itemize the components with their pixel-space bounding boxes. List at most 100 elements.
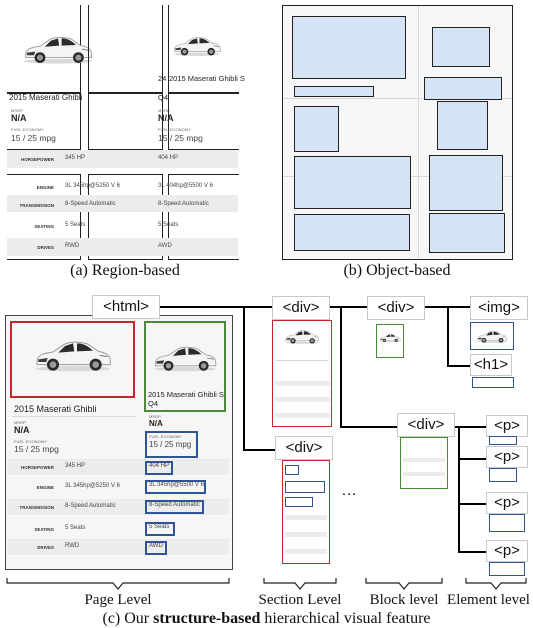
row-band [7,238,238,256]
section-thumbnail [282,460,330,564]
row-value: 3L 345hp@5250 V 6 [65,483,120,489]
car-image [33,334,113,374]
row-band [7,499,229,515]
region-tile [168,92,239,150]
tree-edge [458,503,488,505]
trans-label: TRANSMISSION [19,203,54,208]
title-fragment: 24 [158,74,167,83]
fuel-label: FUEL ECONOMY [11,127,45,132]
label-element-level: Element level [447,592,530,608]
object-box [294,106,339,152]
row-value: 5 Seats [149,524,170,530]
engine-label: ENGINE [36,185,54,190]
row-value: 3L 345hp@5500 V 6 [149,482,204,488]
fuel-value: 15 / 25 mpg [149,440,192,449]
panel-object-based: (b) Object-based [282,5,513,290]
row-value: 5 Seats [65,525,86,531]
fuel-label: FUEL ECONOMY [14,439,48,444]
msrp-value: N/A [14,425,30,435]
element-thumbnail [489,514,525,532]
fuel-value: 15 / 25 mpg [14,444,59,454]
element-box [145,480,206,494]
label-section-level: Section Level [258,592,342,608]
car-image [284,327,320,345]
row-band [7,459,229,475]
object-box [429,155,503,211]
drives-value: AWD [158,243,172,249]
row-band [403,472,445,476]
element-box [145,500,204,514]
object-box [437,101,488,150]
card-title: 2015 Maserati Ghibli [14,404,97,414]
object-box [424,77,502,100]
ellipsis: … [341,482,357,499]
caption-structure-based: (c) Our structure-based hierarchical vis… [0,610,533,628]
region-tile [7,174,81,260]
tree-edge [447,365,472,367]
hp-label: HORSEPOWER [20,157,54,162]
label-page-level: Page Level [84,592,152,608]
row-value: RWD [65,543,80,549]
tag-p-2: <p> [486,446,528,468]
tree-edge [155,306,515,308]
row-band [285,549,327,554]
fuel-value: 15 / 25 mpg [158,133,203,143]
divider [283,98,512,99]
tree-edge [243,306,245,450]
engine-value: 3L 345hp@5250 V 6 [65,183,120,189]
tag-div-block-1: <div> [367,296,425,320]
car-image [379,332,401,343]
msrp-value: N/A [149,419,163,428]
msrp-label: MSRP [158,108,170,113]
element-box [285,481,325,493]
hp-value: 345 HP [65,155,86,161]
msrp-label: MSRP [149,414,161,419]
divider [276,360,328,361]
seating-label: SEATING [34,224,54,229]
row-value: 345 HP [65,463,86,469]
title-fragment: 2015 Maserati Ghibli [9,93,83,102]
panel-region-based: 24 2015 Maserati Ghibli S 2015 Maserati … [0,0,250,290]
row-value: 8-Speed Automatic [149,502,200,508]
label-block-level: Block level [369,592,439,608]
tree-edge [447,306,449,366]
tag-img: <img> [470,296,528,320]
tag-p-3: <p> [486,492,528,514]
fuel-label: FUEL ECONOMY [158,127,192,132]
row-band [403,458,445,462]
panel-structure-based: 2015 Maserati Ghibli MSRP N/A FUEL ECONO… [0,290,533,628]
seating-value: 5 Seats [158,222,179,228]
element-box [285,497,313,507]
brace-page-level [6,578,230,590]
car-image [172,32,222,58]
block-thumbnail [376,324,404,358]
element-box [145,522,175,536]
drives-label: DRIVES [37,245,54,250]
element-thumbnail [489,436,517,445]
row-band [275,413,330,418]
element-thumbnail [489,562,525,576]
object-box [429,213,505,253]
row-label: DRIVES [37,545,54,550]
region-tile [88,5,163,94]
divider [418,6,419,258]
caption-suffix: hierarchical visual feature [260,610,431,627]
row-label: HORSEPOWER [20,465,54,470]
car-image [22,30,94,66]
row-value: AWD [149,543,163,549]
element-box [145,461,173,475]
element-thumbnail [489,468,517,482]
tag-p-4: <p> [486,540,528,562]
region-tile [168,174,239,260]
title-fragment: Q4 [158,93,169,102]
element-box [145,541,167,555]
row-band [7,150,238,168]
row-band [7,195,238,212]
engine-value: 3L 404hp@5500 V 6 [158,183,213,189]
car-image [476,328,508,344]
row-band [7,539,229,555]
fuel-label: FUEL ECONOMY [149,434,183,439]
element-box [145,431,198,458]
row-label: ENGINE [36,485,54,490]
trans-value: 8-Speed Automatic [65,201,116,207]
